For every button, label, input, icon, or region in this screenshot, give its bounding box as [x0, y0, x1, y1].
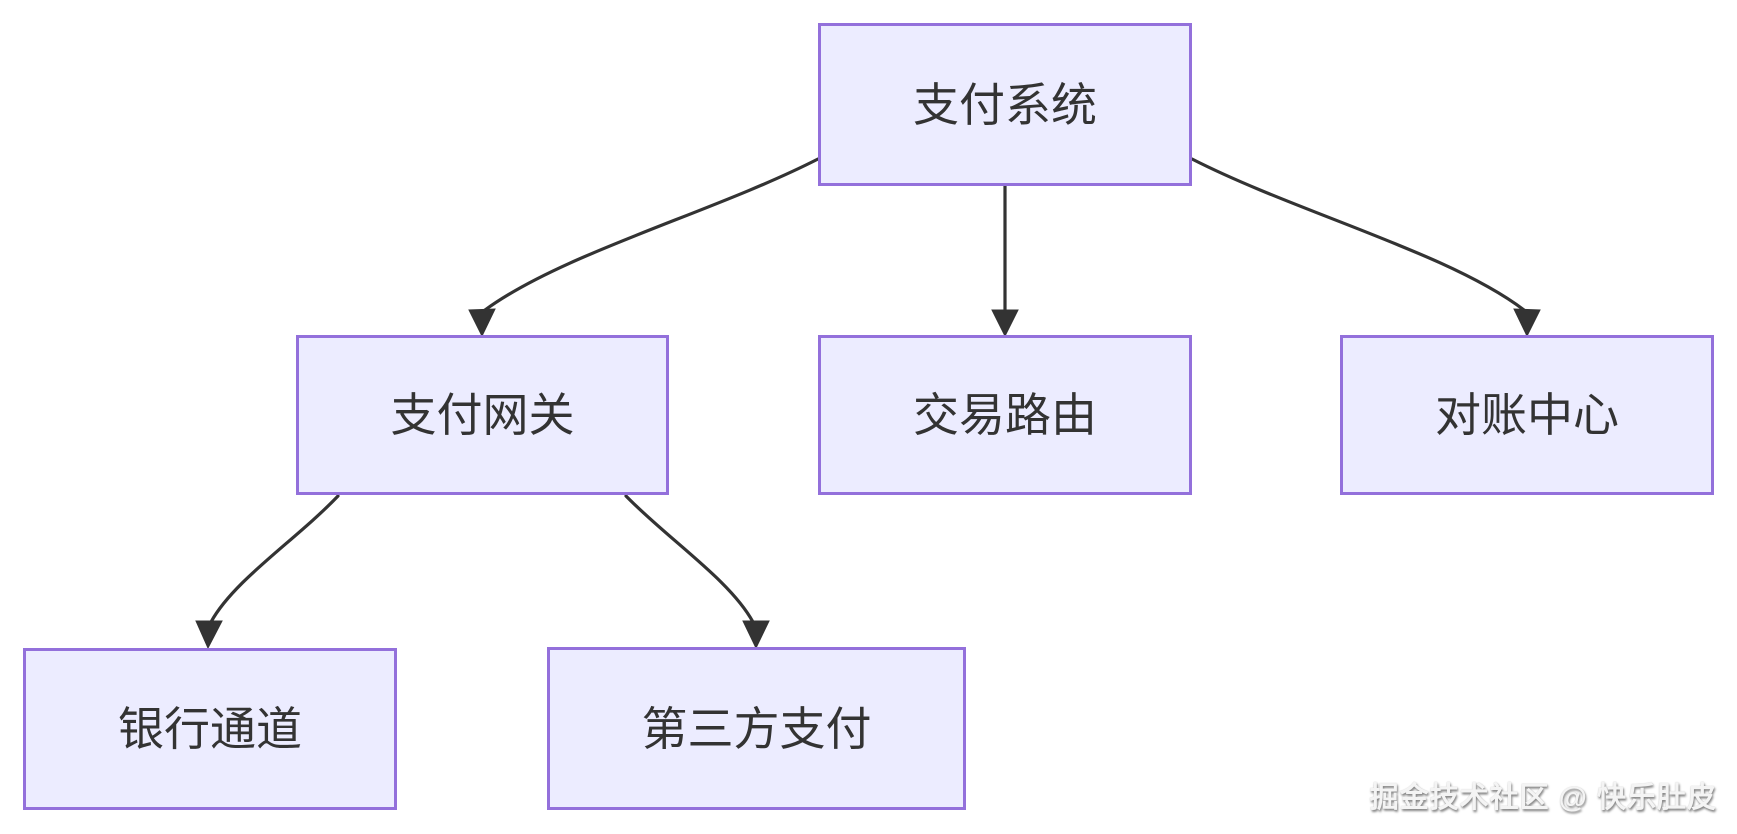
node-reconciliation-center: 对账中心 [1340, 335, 1714, 495]
edge-payment-gateway-to-bank-channel [195, 494, 340, 650]
edge-payment-system-to-payment-gateway [468, 157, 820, 338]
node-reconciliation-center-label: 对账中心 [1435, 389, 1619, 441]
node-transaction-routing: 交易路由 [818, 335, 1192, 495]
arrowhead-icon [468, 308, 496, 338]
node-third-party-payment: 第三方支付 [547, 647, 966, 810]
node-third-party-payment-label: 第三方支付 [641, 702, 872, 755]
node-bank-channel: 银行通道 [23, 648, 397, 810]
edge-payment-gateway-to-third-party-payment [624, 494, 770, 650]
arrowhead-icon [1513, 308, 1541, 338]
node-payment-gateway-label: 支付网关 [390, 389, 575, 441]
edge-payment-system-to-transaction-routing [991, 184, 1019, 338]
node-payment-system-label: 支付系统 [913, 78, 1097, 131]
edge-payment-system-to-reconciliation-center [1190, 157, 1541, 338]
node-transaction-routing-label: 交易路由 [913, 389, 1097, 441]
arrowhead-icon [742, 620, 770, 650]
arrowhead-icon [991, 309, 1019, 338]
watermark: 掘金技术社区 @ 快乐肚皮 [1369, 782, 1717, 814]
node-payment-system: 支付系统 [818, 23, 1192, 186]
arrowhead-icon [195, 620, 223, 650]
node-bank-channel-label: 银行通道 [118, 703, 302, 755]
node-payment-gateway: 支付网关 [296, 335, 669, 495]
